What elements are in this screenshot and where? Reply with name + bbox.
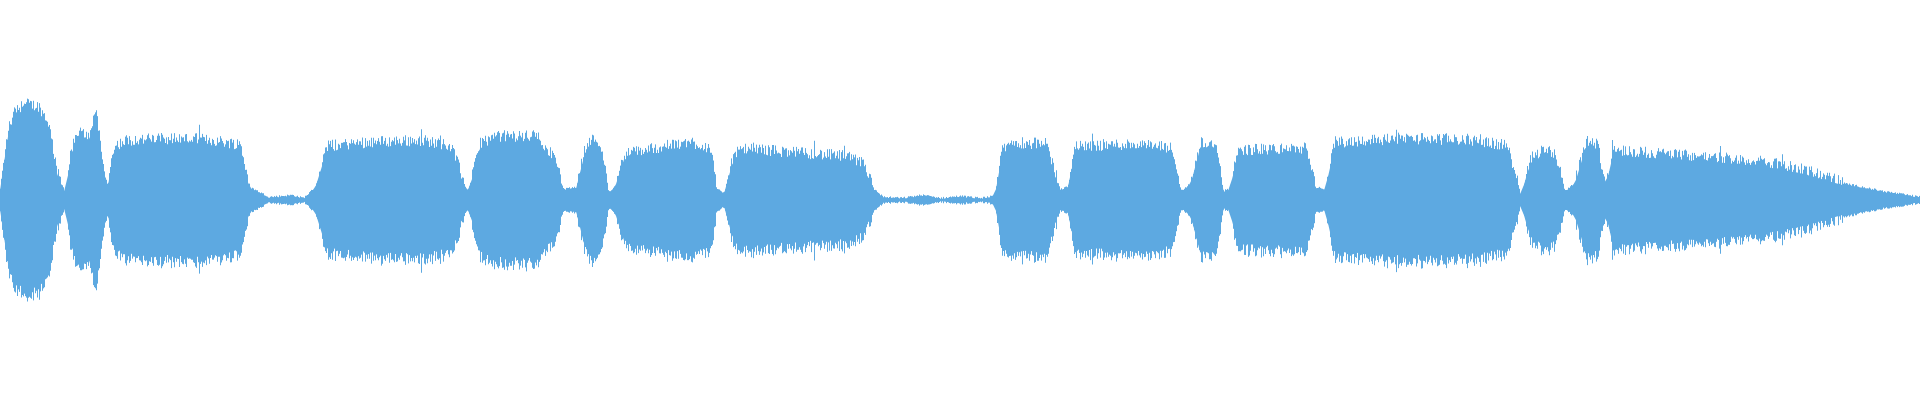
waveform-trace [0, 98, 1920, 302]
